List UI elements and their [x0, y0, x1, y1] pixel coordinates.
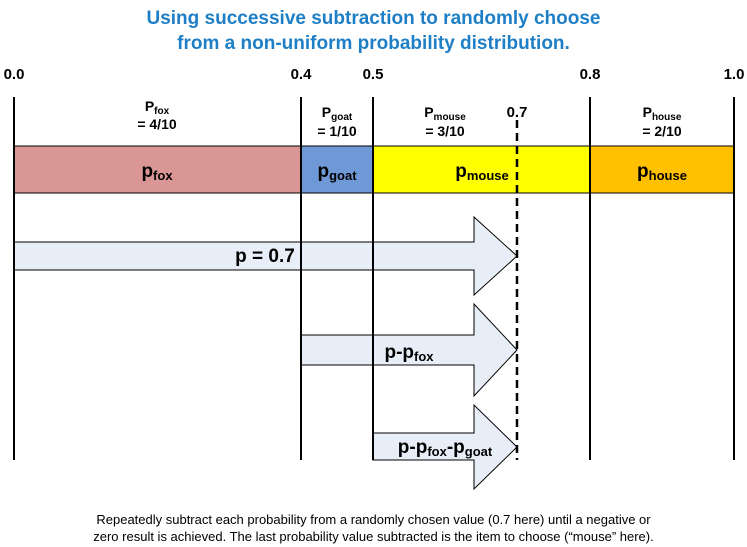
bar-fox [13, 145, 302, 194]
svg-text:Pfox: Pfox [145, 98, 170, 117]
label-house-value: = 2/10 [642, 123, 682, 139]
marker-label: 0.7 [507, 104, 528, 121]
title-line-2: from a non-uniform probability distribut… [177, 33, 570, 54]
tick-label-4: 1.0 [724, 66, 745, 83]
label-mouse-sym: P [424, 104, 433, 120]
title-line-1: Using successive subtraction to randomly… [146, 8, 601, 29]
arrow-p-minus-pfox-pgoat [372, 403, 518, 491]
bar-label-fox: pfox [141, 161, 173, 183]
label-house-sym: P [643, 104, 652, 120]
arrow-label-3: p-pfox-pgoat [398, 437, 493, 459]
bar-label-mouse: pmouse [455, 161, 509, 183]
label-fox-sym: P [145, 98, 154, 114]
label-goat-sym: P [322, 104, 331, 120]
svg-text:Pgoat: Pgoat [322, 104, 353, 123]
tick-label-1: 0.4 [291, 66, 313, 83]
label-mouse: Pmouse = 3/10 [424, 104, 466, 139]
label-goat-sub: goat [331, 112, 353, 123]
label-fox-sub: fox [154, 106, 169, 117]
caption: Repeatedly subtract each probability fro… [0, 511, 747, 545]
diagram-title: Using successive subtraction to randomly… [0, 6, 747, 56]
label-fox-value: = 4/10 [137, 116, 177, 132]
tick-label-3: 0.8 [580, 66, 601, 83]
label-house: Phouse = 2/10 [642, 104, 682, 139]
bar-label-house: phouse [637, 161, 687, 183]
arrow-label-1: p = 0.7 [235, 246, 295, 267]
caption-line-2: zero result is achieved. The last probab… [93, 529, 654, 544]
arrow-p-minus-pfox [300, 302, 518, 398]
label-goat: Pgoat = 1/10 [317, 104, 357, 139]
arrow-label-2: p-pfox [384, 342, 434, 364]
label-fox: Pfox = 4/10 [137, 98, 177, 132]
tick-label-0: 0.0 [4, 66, 25, 83]
caption-line-1: Repeatedly subtract each probability fro… [96, 512, 651, 527]
label-mouse-value: = 3/10 [425, 123, 465, 139]
arrow-p [13, 215, 518, 297]
svg-text:Phouse: Phouse [643, 104, 682, 123]
bar-mouse [372, 145, 591, 194]
bar-label-goat: pgoat [317, 161, 357, 183]
label-goat-value: = 1/10 [317, 123, 357, 139]
tick-label-2: 0.5 [363, 66, 384, 83]
label-house-sub: house [652, 112, 682, 123]
label-mouse-sub: mouse [434, 112, 467, 123]
svg-text:Pmouse: Pmouse [424, 104, 466, 123]
